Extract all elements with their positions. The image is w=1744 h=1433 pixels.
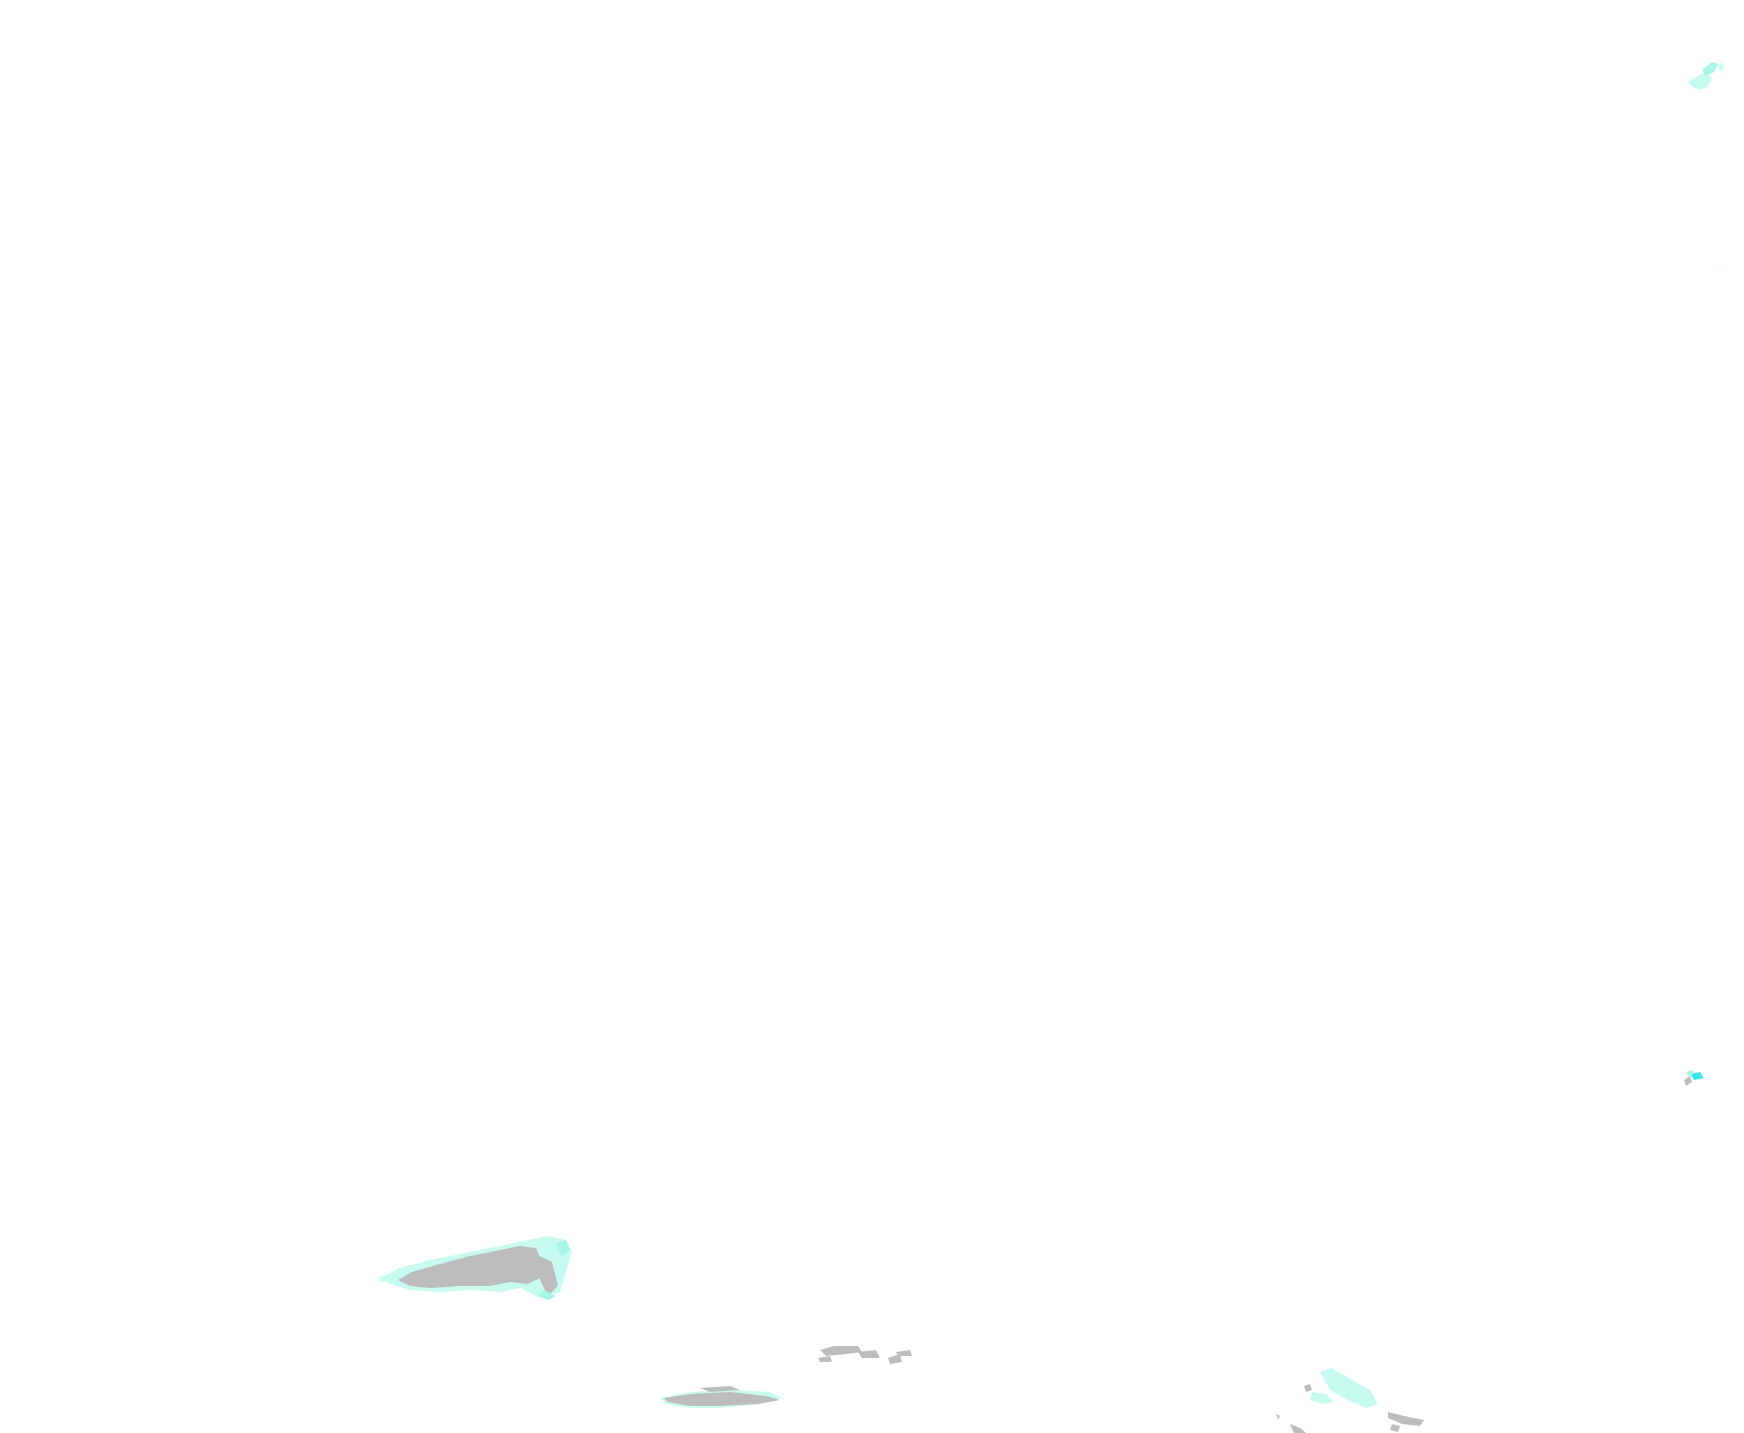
echo-cyan-patch — [1718, 62, 1724, 72]
echo-gray-streak — [1390, 1424, 1400, 1432]
echo-cluster-top-right — [1688, 62, 1724, 90]
echo-cluster-lower-left — [378, 1236, 572, 1300]
echo-gray-streak — [896, 1350, 912, 1356]
echo-cyan-patch — [1702, 62, 1718, 76]
echo-cyan-streak — [378, 1274, 392, 1282]
echo-cyan-patch — [1686, 1070, 1694, 1076]
echo-cluster-bottom-left-center — [660, 1386, 782, 1408]
echo-gray-streak — [700, 1386, 740, 1392]
echo-gray-streak — [820, 1346, 862, 1356]
echo-cluster-bottom-right — [1276, 1368, 1424, 1433]
echo-cluster-right-middle — [1684, 1070, 1704, 1086]
echo-cyan-streak — [556, 1240, 570, 1256]
echo-gray-streak — [818, 1356, 832, 1362]
echo-gray-streak — [858, 1350, 880, 1358]
echo-cyan-halo — [1310, 1392, 1334, 1404]
echo-cyan-patch — [1688, 72, 1712, 90]
echo-gray-streak — [540, 1256, 558, 1296]
echo-gray-patch — [1684, 1076, 1692, 1086]
echo-cyan-streak — [538, 1290, 556, 1300]
echo-cluster-bottom-center — [818, 1346, 912, 1364]
echo-gray-core — [664, 1392, 780, 1406]
echo-gray-streak — [888, 1354, 902, 1364]
echo-gray-streak — [1290, 1424, 1306, 1433]
echo-speck — [1713, 264, 1715, 265]
echo-gray-streak — [1388, 1412, 1424, 1426]
echo-gray-streak — [1304, 1384, 1312, 1392]
echo-cyan-halo — [1320, 1368, 1378, 1408]
echo-gray-core — [398, 1246, 542, 1288]
echo-gray-streak — [1276, 1414, 1280, 1420]
